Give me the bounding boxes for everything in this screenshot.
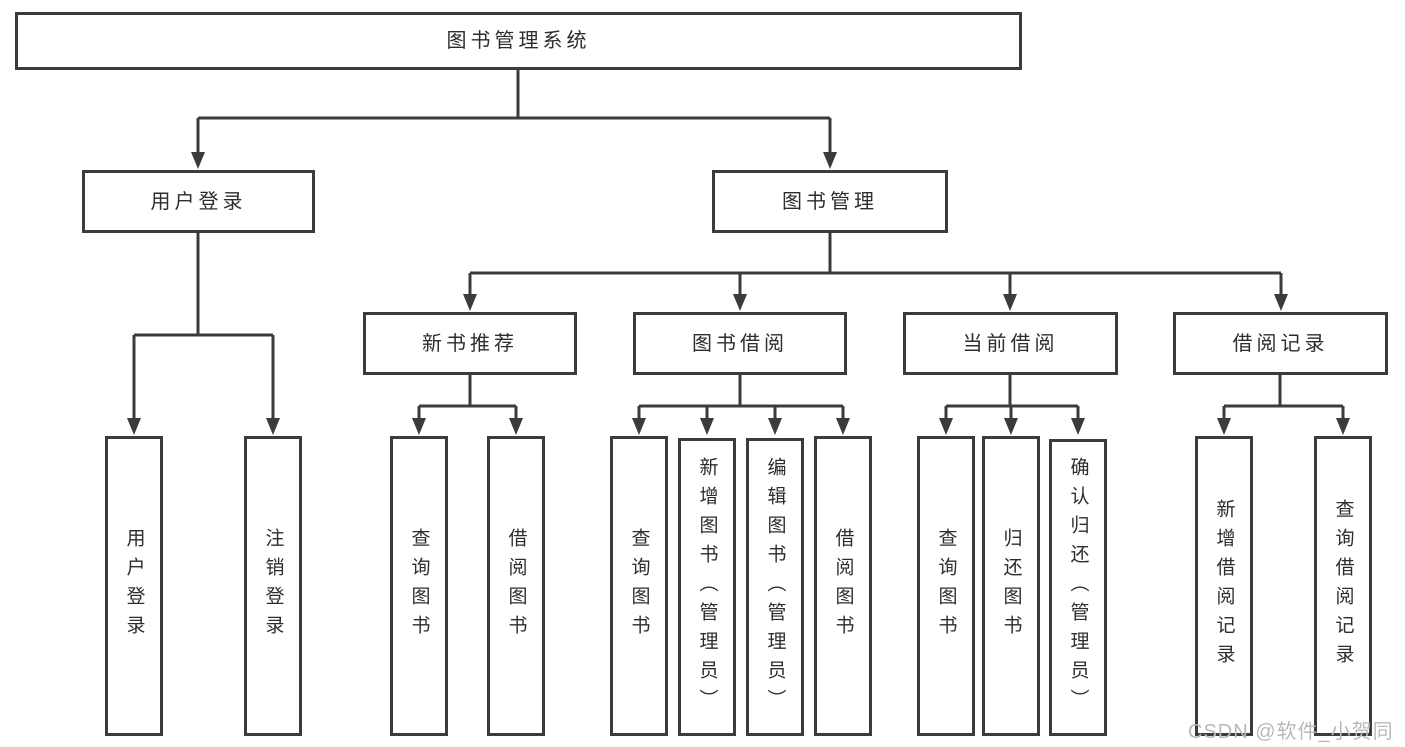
node-book-management: 图书管理 [712,170,948,233]
node-borrowing-records: 借阅记录 [1173,312,1388,375]
leaf-edit-book-admin: 编辑图书（管理员） [746,438,804,736]
watermark: CSDN @软件_小贺同学 [1188,721,1394,743]
node-root-system: 图书管理系统 [15,12,1022,70]
leaf-return-book: 归还图书 [982,436,1040,736]
connector-paths [132,70,1345,421]
leaf-user-login: 用户登录 [105,436,163,736]
node-user-login: 用户登录 [82,170,315,233]
leaf-query-books-recommend: 查询图书 [390,436,448,736]
arrow-down-icons [127,152,1350,435]
leaf-logout: 注销登录 [244,436,302,736]
node-current-borrowing: 当前借阅 [903,312,1118,375]
leaf-query-books-borrowing: 查询图书 [610,436,668,736]
leaf-borrow-books-borrowing: 借阅图书 [814,436,872,736]
leaf-confirm-return-admin: 确认归还（管理员） [1049,439,1107,736]
leaf-add-book-admin: 新增图书（管理员） [678,438,736,736]
leaf-query-borrow-record: 查询借阅记录 [1314,436,1372,736]
leaf-borrow-books-recommend: 借阅图书 [487,436,545,736]
leaf-add-borrow-record: 新增借阅记录 [1195,436,1253,736]
node-new-book-recommend: 新书推荐 [363,312,577,375]
leaf-query-books-current: 查询图书 [917,436,975,736]
node-book-borrowing: 图书借阅 [633,312,847,375]
